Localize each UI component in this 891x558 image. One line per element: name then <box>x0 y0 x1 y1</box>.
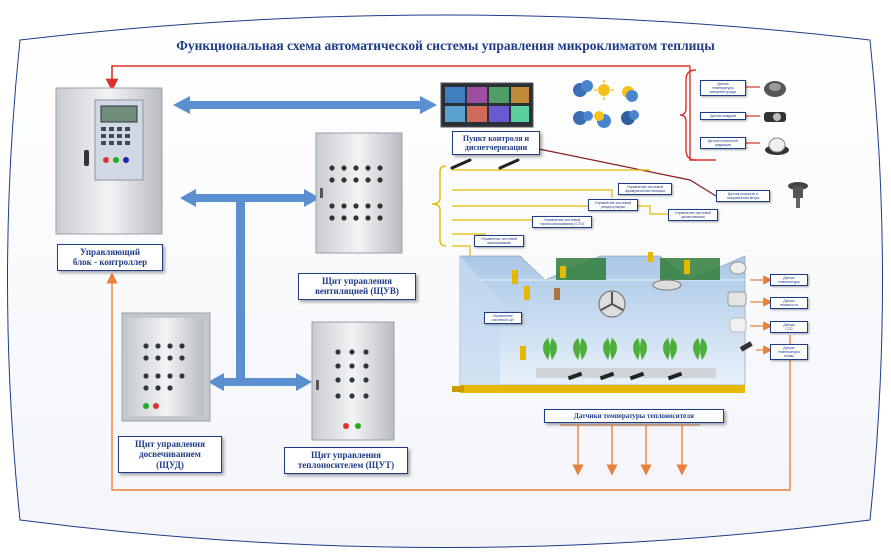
fan-device <box>598 290 626 318</box>
controller-label-line: Управляющий <box>79 247 141 257</box>
indoor-sensor-lines <box>750 275 773 355</box>
soil-sensors <box>567 371 683 381</box>
sensor-label-line: радиации <box>714 143 732 148</box>
diagram-title: Функциональная схема автоматической сист… <box>176 38 715 53</box>
dispatch-monitors <box>440 82 534 128</box>
sensor-label-line: Датчик <box>783 299 795 303</box>
actuator-bracket <box>431 165 447 247</box>
fog-nozzle <box>554 288 560 300</box>
coolant-feedback-line <box>106 272 791 491</box>
actuator-label: Управление системой фрамужной вентиляции <box>618 183 672 196</box>
actuator-label-line: Управление системой <box>674 211 712 215</box>
outdoor-sensor-label: Датчик солнечной радиации <box>700 137 746 150</box>
arrow-controller-dispatch <box>173 96 437 114</box>
lighting-cabinet <box>121 312 211 422</box>
plant-rows <box>536 338 716 378</box>
coolant-sensor-arrows <box>572 425 688 476</box>
sensor-label-line: температуры <box>712 86 734 91</box>
actuator-label-line: Управление <box>493 314 513 318</box>
sensor-label-line: направления ветра <box>726 196 760 201</box>
actuator-label-line: Управление системой <box>480 237 518 241</box>
dispatch-label-line: Пункт контроля и <box>462 134 530 143</box>
actuator-label-line: рециркуляции <box>601 205 625 210</box>
feedback-line <box>105 65 690 92</box>
controller-cabinet <box>55 87 163 235</box>
indoor-sensor-label: Датчик влажности <box>770 297 808 310</box>
dispatch-cables <box>450 158 520 170</box>
sensor-label-line: Датчик <box>783 323 795 327</box>
dispatch-label-line: диспетчеризации <box>464 143 528 153</box>
actuator-label-line: туманообразования (СТО) <box>539 222 585 227</box>
actuator-label: Управление системой зашторивания <box>474 235 524 248</box>
sensor-label-line: температуры <box>778 280 800 285</box>
coolant-sensors-label: Датчики температуры теплоносителя <box>544 409 724 424</box>
lighting-label-line: Щит управления <box>135 439 205 449</box>
heating-cabinet <box>311 321 395 441</box>
sensor-label-line: CO2 <box>785 327 793 332</box>
sensor-label-line: Датчик скорости и <box>727 192 759 196</box>
outdoor-sensor-bracket <box>679 69 697 161</box>
weather-icons <box>573 80 639 128</box>
heating-panel-label: Щит управления теплоносителем (ЩУТ) <box>284 447 408 474</box>
indoor-sensor-devices <box>727 261 753 352</box>
actuator-devices <box>512 252 690 360</box>
actuator-label-line: Управление системой <box>543 218 581 222</box>
heating-label-line: теплоносителем (ЩУТ) <box>297 460 395 471</box>
sensor-label-line: Датчик <box>717 82 729 86</box>
indoor-sensor-label: Датчик температуры почвы <box>770 344 808 361</box>
dispatch-link-line <box>689 66 716 161</box>
actuator-label-line: Управление системой <box>594 201 632 205</box>
indoor-sensor-label: Датчик CO2 <box>770 321 808 334</box>
ventilation-label-line: вентиляцией (ЩУВ) <box>315 286 399 297</box>
sensor-label-line: температуры <box>778 350 800 355</box>
outdoor-sensor-label: Датчик скорости и направления ветра <box>716 190 770 203</box>
outdoor-sensor-label: Датчик осадков <box>700 112 746 121</box>
outdoor-sensor-devices <box>764 81 808 208</box>
actuator-label-line: досвечивания <box>681 215 705 220</box>
actuator-label-line: зашторивания <box>487 241 511 246</box>
sensor-label-line: Датчик <box>783 276 795 280</box>
actuator-label-line: системой ЩУ <box>491 318 515 323</box>
actuator-label-line: Управление системой <box>626 185 664 189</box>
arrow-distribution <box>180 189 320 391</box>
heating-label-line: Щит управления <box>311 450 381 460</box>
lamp-device <box>652 279 682 291</box>
controller-label: Управляющий блок - контроллер <box>57 244 163 271</box>
actuator-lines <box>452 169 686 318</box>
controller-label-line: блок - контроллер <box>72 257 148 268</box>
actuator-label-line: фрамужной вентиляции <box>624 189 666 194</box>
outdoor-sensor-lines <box>744 86 760 144</box>
sensor-label-line: Датчик осадков <box>710 114 736 118</box>
dispatch-label: Пункт контроля и диспетчеризации <box>452 131 540 156</box>
lighting-label-line: досвечиванием <box>139 449 201 460</box>
indoor-sensor-label: Датчик температуры <box>770 274 808 287</box>
ventilation-label-line: Щит управления <box>322 276 392 286</box>
actuator-label: Управление системой туманообразования (С… <box>532 216 592 229</box>
sensor-label-line: влажности <box>780 303 798 308</box>
wind-sensor-line <box>529 144 717 197</box>
lighting-label-line: (ЩУД) <box>156 459 184 470</box>
lighting-panel-label: Щит управления досвечиванием (ЩУД) <box>118 436 222 474</box>
coolant-label-text: Датчики температуры теплоносителя <box>574 412 694 420</box>
outdoor-sensor-label: Датчик температуры внешней среды <box>700 80 746 97</box>
ventilation-panel-label: Щит управления вентиляцией (ЩУВ) <box>298 273 416 300</box>
sensor-label-line: Датчик солнечной <box>707 139 739 143</box>
actuator-label: Управление системой рециркуляции <box>588 199 638 212</box>
sensor-label-line: внешней среды <box>709 90 737 95</box>
actuator-label: Управление системой ЩУ <box>484 312 522 325</box>
sensor-label-line: Датчик <box>783 346 795 350</box>
ventilation-cabinet <box>315 132 403 254</box>
actuator-label: Управление системой досвечивания <box>668 209 718 222</box>
sensor-label-line: почвы <box>783 354 795 359</box>
